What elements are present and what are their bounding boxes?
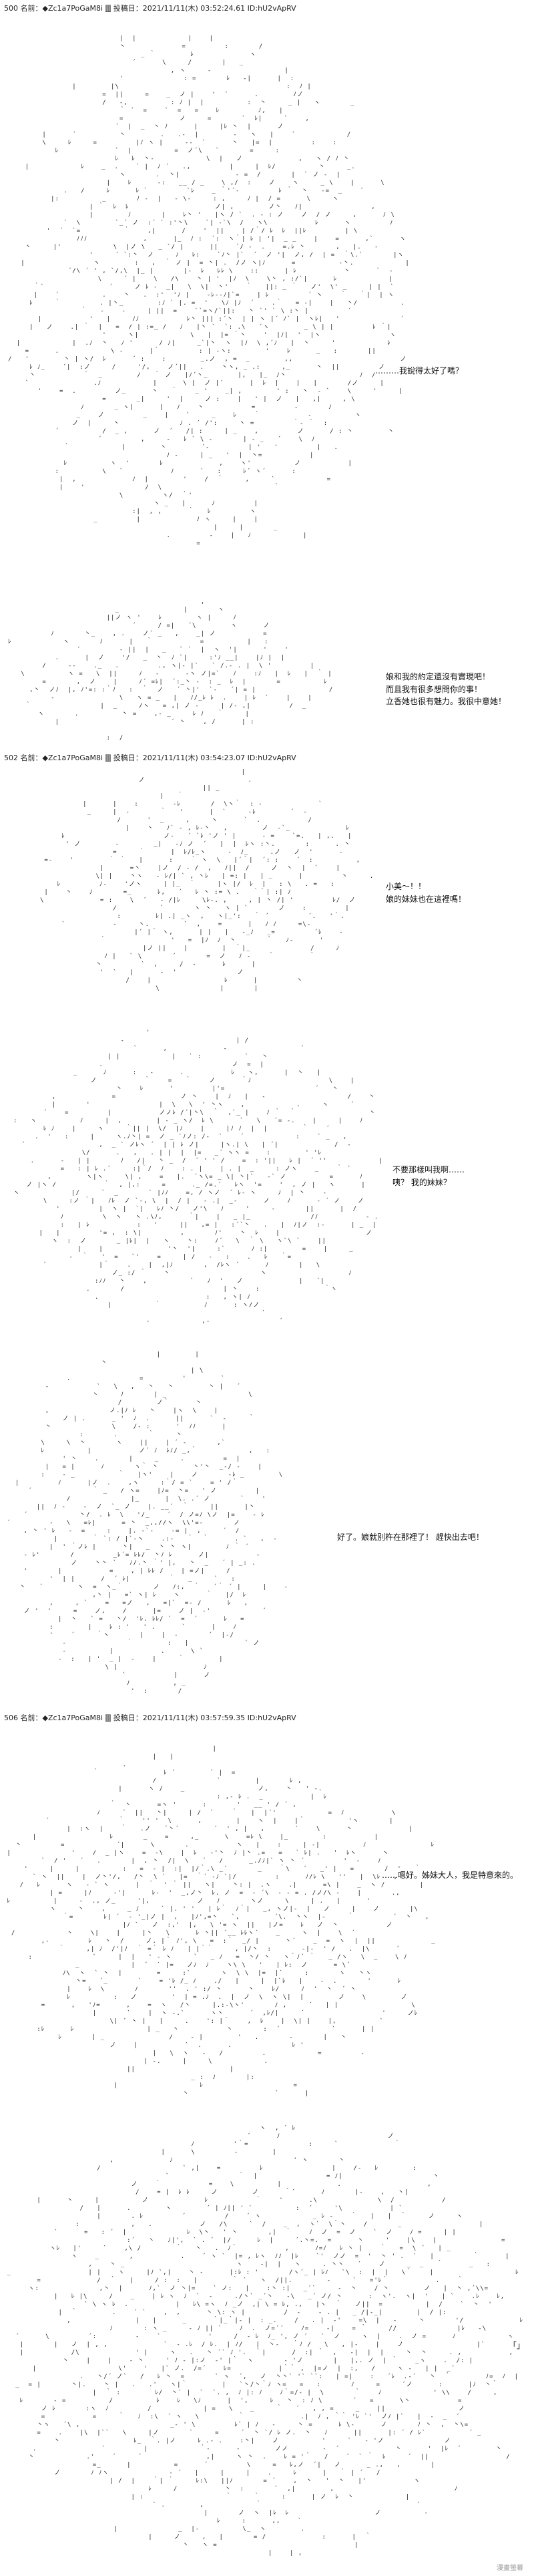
dialogue-line: 而且我有很多想問你的事！ [386, 684, 483, 694]
aa-art-panel-7: ヽ , ´ ﾚ ´ ﾉ ノ [7, 2125, 523, 2557]
post-header-502: 502 名前：◆Zc1a7PoGaM8i 🀫 投稿日：2021/11/11(木)… [4, 754, 296, 762]
aa-art-panel-2: , _ | ヽ ||ノ ヽ ' ﾚ ヽ | ﾉ [8, 599, 334, 742]
aa-art-panel-3: | ノ . || _ [40, 769, 380, 992]
dialogue-line: 咦？ 我的妹妹？ [392, 1177, 451, 1187]
dialogue-line: 小美～！！ [386, 882, 427, 891]
site-watermark: 漫畫螢幕 [497, 2565, 523, 2572]
dialogue-line: 娘的妹妹也在這裡嗎！ [386, 894, 467, 904]
dialogue-line: 好了。娘就別杵在那裡了！ 趕快出去吧！ [337, 1533, 484, 1542]
dialogue-line: ………我說得太好了嗎？ [375, 366, 464, 375]
dialogue-line: ……嗯好。姊妹大人，我是特意來的。 [382, 1871, 519, 1880]
dialogue-block-7: 「」 [509, 2340, 525, 2352]
dialogue-line: 娘和我的約定還沒有實現吧！ [386, 672, 491, 681]
post-header-500: 500 名前：◆Zc1a7PoGaM8i 🀫 投稿日：2021/11/11(木)… [4, 4, 296, 13]
dialogue-block-6: ……嗯好。姊妹大人，我是特意來的。 [382, 1869, 518, 1882]
dialogue-block-2: 娘和我的約定還沒有實現吧！ 而且我有很多想問你的事！ 立香她也很有魅力。我很中意… [386, 671, 506, 708]
dialogue-block-4: 不要那樣叫我啊…… 咦？ 我的妹妹？ [392, 1164, 465, 1188]
dialogue-line: 「」 [509, 2341, 525, 2350]
dialogue-block-5: 好了。娘就別杵在那裡了！ 趕快出去吧！ [337, 1531, 484, 1544]
dialogue-line: 不要那樣叫我啊…… [392, 1165, 465, 1174]
aa-art-panel-6: | | | . [7, 1746, 437, 2097]
dialogue-block-3: 小美～！！ 娘的妹妹也在這裡嗎！ [386, 880, 466, 905]
post-header-506: 506 名前：◆Zc1a7PoGaM8i 🀫 投稿日：2021/11/11(木)… [4, 1714, 296, 1722]
dialogue-line: 立香她也很有魅力。我很中意她！ [386, 697, 507, 707]
aa-art-panel-5: | | 丶 | \ . = [7, 1351, 287, 1695]
dialogue-block-1: ………我說得太好了嗎？ [375, 365, 463, 377]
aa-art-panel-4: ' - | / ` , - [13, 1029, 383, 1325]
aa-art-panel-1: | | | | 丶 = : / _ ｀ [8, 35, 409, 547]
